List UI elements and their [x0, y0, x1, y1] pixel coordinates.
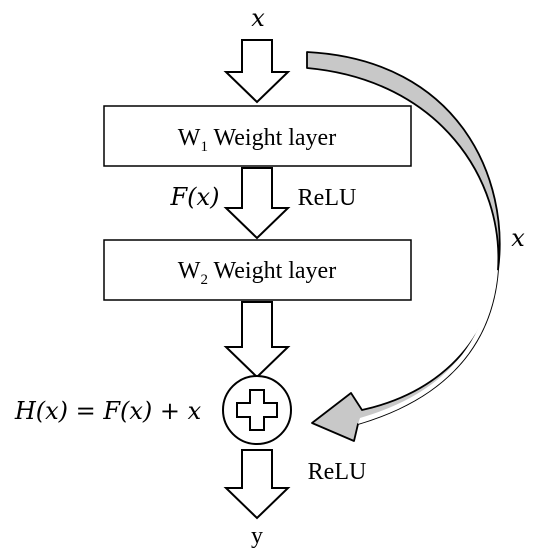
weight-layer-1-label: W1 Weight layer — [178, 125, 336, 155]
relu-output-label: ReLU — [308, 459, 367, 485]
relu-middle-label: ReLU — [298, 185, 357, 211]
skip-connection-inner — [358, 270, 498, 424]
output-arrow — [223, 449, 291, 520]
input-arrow — [223, 39, 291, 104]
hx-equation-label: H(x) = F(x) + x — [14, 397, 202, 425]
weight-layer-1-box — [103, 105, 412, 167]
skip-connection-band — [306, 51, 501, 442]
skip-x-label: x — [511, 224, 525, 252]
to-add-arrow — [223, 301, 291, 379]
middle-arrow — [223, 167, 291, 240]
output-y-label: y — [251, 523, 263, 549]
fx-label: F(x) — [170, 183, 220, 211]
weight-layer-2-label: W2 Weight layer — [178, 258, 336, 288]
weight-layer-2-box — [103, 239, 412, 301]
plus-icon — [236, 389, 278, 431]
input-x-label: x — [251, 4, 265, 32]
